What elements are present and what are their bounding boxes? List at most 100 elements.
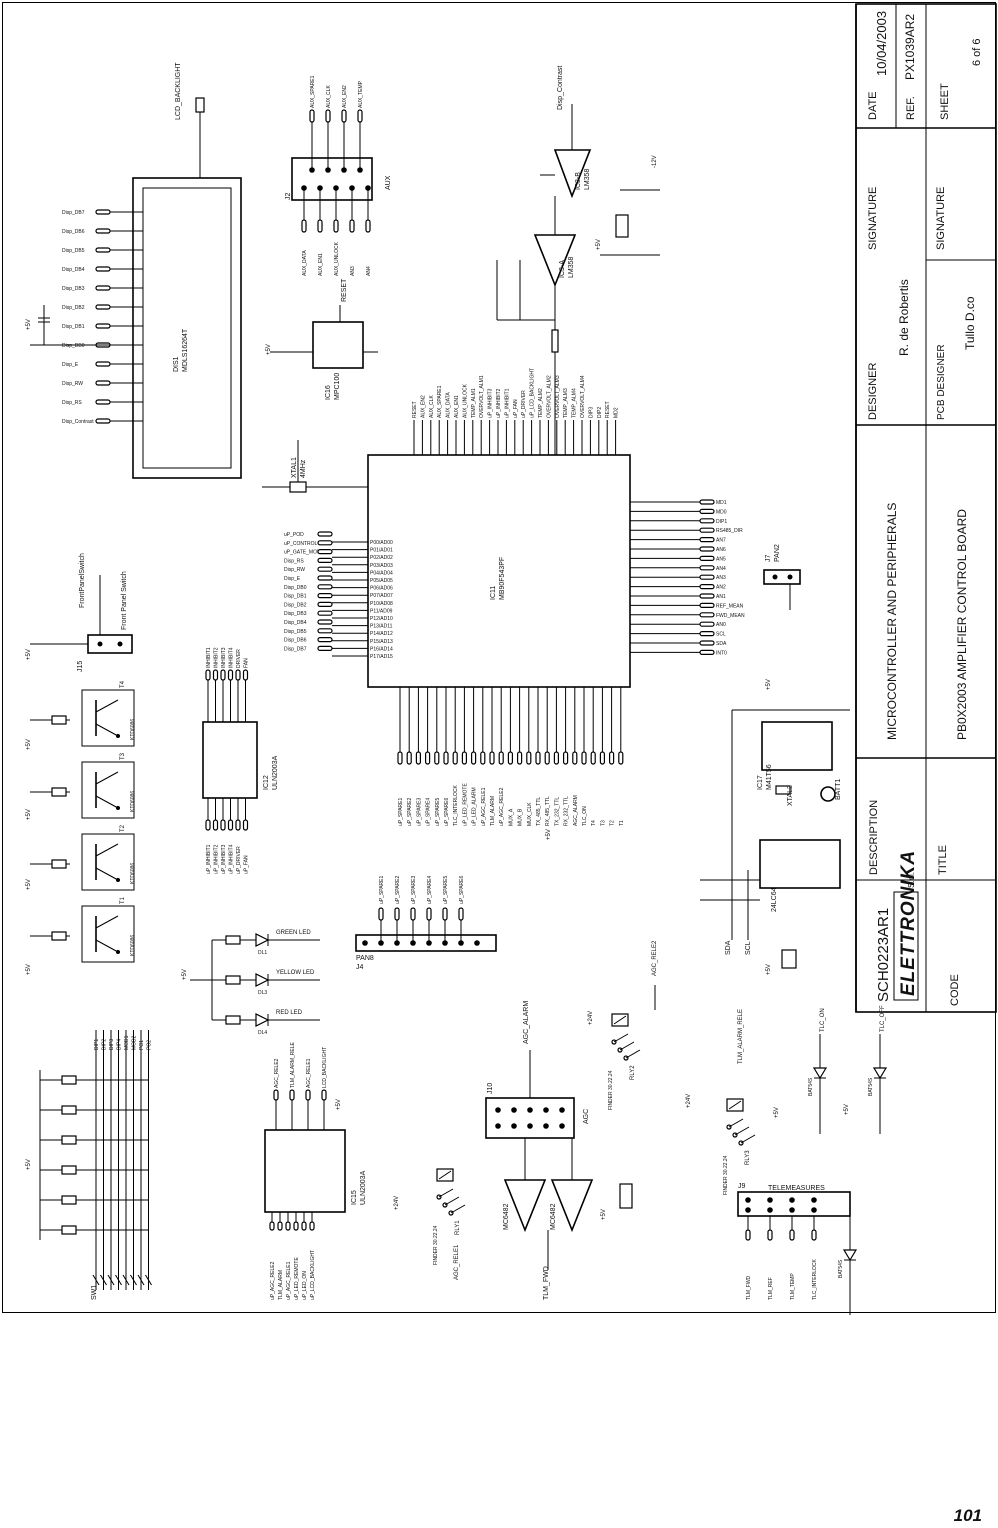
lcd-pin-net: Disp_RS [62, 400, 82, 406]
mcu-left-pin-label: P07/AD07 [370, 593, 393, 599]
mcu-left-net-label: Disp_DB5 [284, 629, 307, 635]
mcu-top-net-label: uP_INHIBIT1 [504, 388, 510, 418]
diode-net: TLC_OFF [880, 1005, 886, 1032]
driver1-ref: IC12 [263, 775, 270, 790]
mcu-right-net-label: FWD_MEAN [716, 613, 745, 619]
mcu-left-net-label: Disp_DB1 [284, 594, 307, 600]
mcu-bottom-net-label-group: MUX_B [518, 808, 524, 826]
lcd-pin-net: Disp_DB5 [62, 248, 85, 254]
tlm-net-label-group: TLM_TEMP [790, 1273, 796, 1300]
tlm-net-label-group: TLC_INTERLOCK [812, 1258, 818, 1300]
mcu-right-net-tag [699, 518, 715, 524]
dip-switch-blade [92, 1274, 100, 1286]
dip-pullup-resistor [61, 1135, 77, 1145]
dip-ref: SW1 [91, 1285, 98, 1300]
driver1-out-label: INHIBIT4 [229, 647, 235, 668]
mcu-left-net-label: Disp_DB7 [284, 646, 307, 652]
transistor-collector [95, 699, 119, 713]
reset-part: MPC100 [334, 373, 341, 400]
transistor-emitter [95, 867, 119, 881]
mcu-right-net-label: AN6 [716, 547, 726, 553]
mcu-left-net-tag [317, 548, 333, 555]
driver2-in-label-group: uP_LED_REMOTE [294, 1257, 300, 1300]
relay-net-agc-rele1-group: AGC_RELE1 [454, 1244, 460, 1280]
lcd-pin-tag [95, 285, 111, 291]
mcu-bottom-net-label-group: uP_SPARE4 [426, 798, 432, 826]
tlm-net-label: TLC_INTERLOCK [812, 1258, 818, 1300]
power-labels: +5V+5V+5V+5V+5V+5V+5V+5V+5V+5V+5V+5V+5V+… [26, 155, 850, 1220]
transistor-node [116, 878, 120, 882]
mcu-bottom-net-label-group: uP_SPARE1 [398, 798, 404, 826]
pan8-tag [378, 907, 384, 921]
mcu-bottom-net-label-group: RX_485_TTL [545, 796, 551, 826]
dip-pin-label: PO1 [139, 1040, 145, 1050]
mcu-bottom-net-label: MUX_A [508, 808, 514, 826]
code-value: SCH0223AR1 [875, 908, 892, 1002]
agc-ref: J10 [487, 1083, 494, 1094]
mcu-bottom-net-label-group: uP_AGC_RELE2 [499, 787, 505, 826]
tlm-net-label: TLM_FWD [746, 1275, 752, 1300]
driver2-in-label: TLM_ALARM [278, 1270, 284, 1300]
mcu-top-net-label: TEMP_ALM1 [471, 388, 477, 418]
power-label: +5V [26, 964, 32, 975]
mcu-bottom-net-label-group: uP_LED_ALARM [472, 787, 478, 826]
driver2-in-label-group: TLM_ALARM [278, 1270, 284, 1300]
mcu-left-pin-label: P16/AD14 [370, 646, 393, 652]
transistor-outline [81, 761, 135, 819]
driver1-in-tag [205, 819, 211, 831]
driver2-in-label-group: uP_AGC_RELE2 [270, 1261, 276, 1300]
mcu-top-net-label: AUX_UNLOCK [462, 383, 468, 418]
dip-pin-label: DIP2 [102, 1039, 108, 1050]
tlm-fwd-net: TLM_FWD [543, 1266, 550, 1300]
comparators-ic24: MC6482 MC6482 TLM_FWD [503, 1138, 633, 1300]
code-label: CODE [949, 974, 961, 1006]
mcu-top-net-label: RESET [605, 401, 611, 418]
xtal2-ref: XTAL2 [787, 785, 794, 806]
mcu-bottom-net-label-group: T3 [600, 820, 606, 826]
pan8-ref: J4 [356, 964, 364, 971]
aux-bottom-tag [317, 219, 323, 233]
mcu-bottom-net-tag [489, 751, 495, 765]
mcu-bottom-net-label: TLC_ON [582, 806, 588, 826]
lcd-pin-net: Disp_DB7 [62, 210, 85, 216]
driver1-in-tag [220, 819, 226, 831]
agc-pin-top [495, 1107, 501, 1113]
pan8-tag [458, 907, 464, 921]
relay-ref: RLY3 [745, 1150, 751, 1165]
led-diode [255, 1013, 270, 1027]
mcu-top-net-label-group: uP_FAN [513, 399, 519, 418]
transistor-emitter [95, 795, 119, 809]
transistor-ref-group: T1 [120, 896, 126, 904]
dip-pullup-resistor [61, 1105, 77, 1115]
eeprom-ic18: 24LC64 SDA SCL [700, 839, 841, 969]
driver1-out-label: DRIVER [236, 649, 242, 668]
mcu-bottom-net-tag [415, 751, 421, 765]
mcu-bottom-net-label: uP_AGC_RELE2 [499, 787, 505, 826]
driver1-in-label: uP_INHIBIT4 [229, 844, 235, 874]
transistor-resistor [51, 931, 67, 941]
pan8-net-label-group: uP_SPARE4 [427, 876, 433, 904]
mcu-right-net-label: AN3 [716, 575, 726, 581]
lcd-pin-tag [95, 304, 111, 310]
dip-pin-label-group: DIP2 [102, 1039, 108, 1050]
driver1-in-label-group: uP_INHIBIT4 [229, 844, 235, 874]
mcu-bottom-net-tag [618, 751, 624, 765]
opamp2-ref: IC3-A [559, 260, 566, 278]
mcu-left-net-label: Disp_DB3 [284, 611, 307, 617]
pan8-net-label-group: uP_SPARE6 [459, 876, 465, 904]
tlm-tag [767, 1229, 773, 1241]
mcu-bottom-net-label: uP_SPARE1 [398, 798, 404, 826]
aux-top-tag [357, 109, 363, 123]
mcu-right-net-tag [699, 536, 715, 543]
tlm-net-label-group: TLM_FWD [746, 1275, 752, 1300]
date-label: DATE [867, 91, 879, 120]
driver1-in-tag [235, 819, 241, 831]
disp-contrast-net: Disp_Contrast [557, 66, 564, 110]
mcu-bottom-net-tag [461, 751, 467, 765]
power-label: +24V [588, 1011, 594, 1025]
mcu-top-net-label-group: DIP2 [597, 407, 603, 418]
